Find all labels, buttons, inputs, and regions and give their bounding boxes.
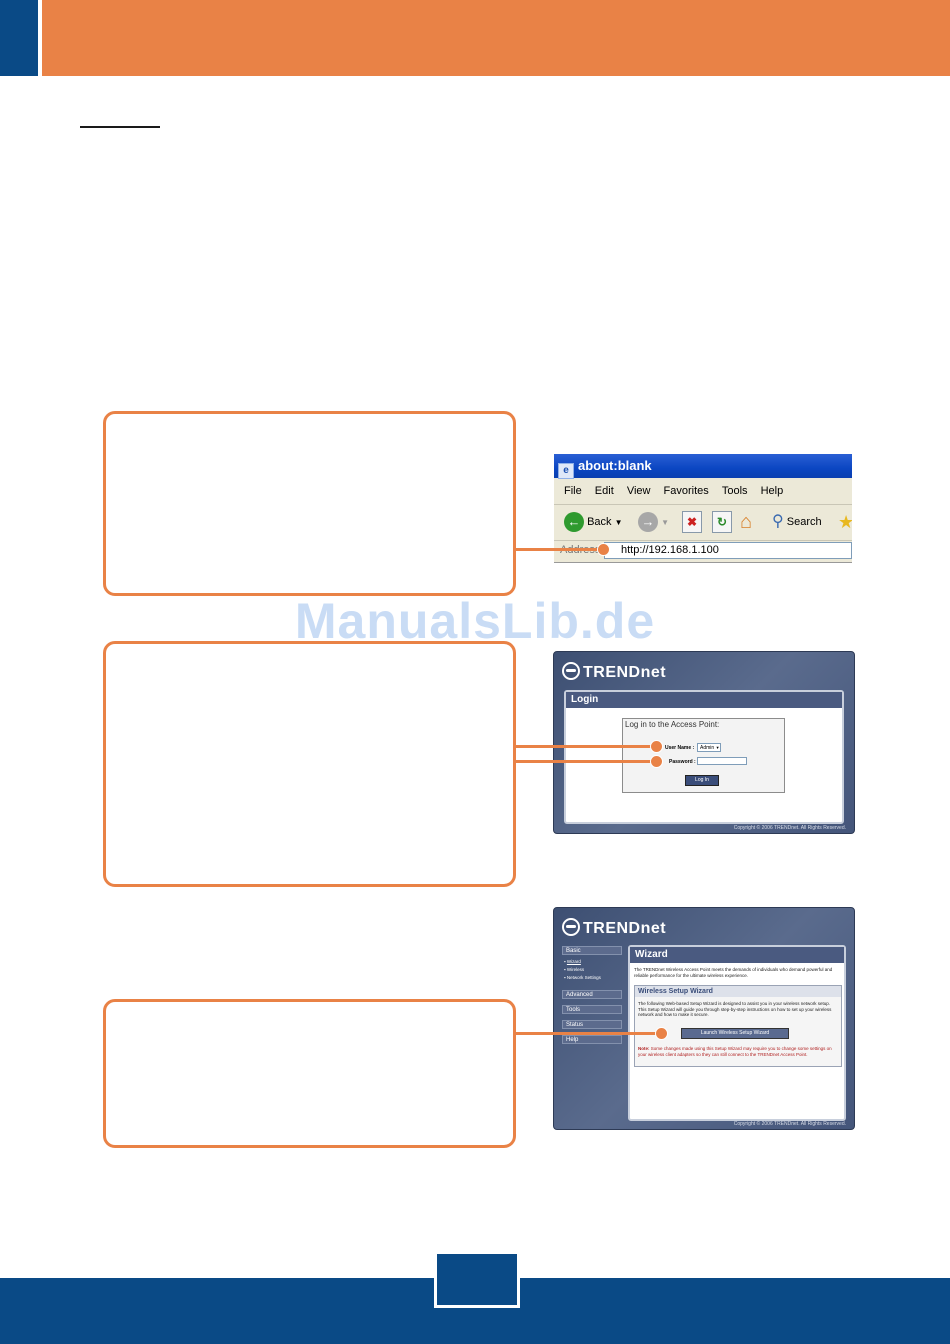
password-label: Password :: [669, 759, 696, 765]
connector-line-wizard: [516, 1032, 660, 1035]
menu-favorites[interactable]: Favorites: [663, 485, 709, 497]
ie-page-icon: e: [558, 463, 574, 479]
wizard-copyright: Copyright © 2006 TRENDnet. All Rights Re…: [733, 1121, 846, 1127]
login-button[interactable]: Log In: [685, 775, 719, 786]
search-icon: ⚲: [772, 513, 784, 531]
browser-title-bar: e about:blank: [554, 454, 852, 479]
nav-basic[interactable]: Basic: [562, 946, 622, 955]
callout-box-address: [103, 411, 516, 596]
menu-tools[interactable]: Tools: [721, 485, 748, 497]
home-button[interactable]: ⌂: [740, 510, 752, 534]
login-form-box: Log in to the Access Point: User Name : …: [622, 718, 785, 793]
connector-line-password: [516, 760, 656, 763]
login-copyright: Copyright © 2006 TRENDnet. All Rights Re…: [733, 825, 846, 831]
browser-screenshot: e about:blank File Edit View Favorites To…: [554, 454, 852, 572]
password-input[interactable]: [697, 757, 747, 765]
connector-dot-wizard: [655, 1027, 668, 1040]
login-box-title: Log in to the Access Point:: [625, 720, 720, 729]
nav-item-wireless[interactable]: ▪ Wireless: [564, 967, 585, 972]
back-arrow-icon: ←: [564, 512, 584, 533]
setup-wizard-section: Wireless Setup Wizard The following Web-…: [634, 985, 842, 1067]
username-label: User Name :: [665, 745, 695, 751]
nav-status[interactable]: Status: [562, 1020, 622, 1029]
forward-arrow-icon: →: [638, 512, 658, 533]
chevron-down-icon: ▼: [661, 518, 669, 527]
trendnet-logo-icon: [562, 918, 580, 936]
back-label: Back: [587, 516, 612, 528]
connector-dot-address: [597, 543, 610, 556]
username-select[interactable]: Admin ▼: [697, 743, 721, 752]
callout-box-login: [103, 641, 516, 887]
search-button[interactable]: ⚲ Search: [772, 510, 822, 534]
menu-help[interactable]: Help: [760, 485, 784, 497]
trendnet-logo-icon: [562, 662, 580, 680]
search-label: Search: [786, 516, 822, 528]
launch-wizard-button[interactable]: Launch Wireless Setup Wizard: [681, 1028, 789, 1039]
callout-box-wizard: [103, 999, 516, 1148]
chevron-down-icon: ▼: [614, 518, 623, 527]
connector-dot-username: [650, 740, 663, 753]
wizard-intro: The TRENDnet Wireless Access Point meets…: [634, 967, 833, 978]
setup-wizard-title: Wireless Setup Wizard: [635, 986, 841, 997]
wizard-bar-title: Wizard: [630, 947, 844, 963]
stop-icon: ✖: [682, 511, 702, 534]
watermark: ManualsLib.de: [294, 593, 656, 649]
forward-button[interactable]: → ▼: [638, 510, 669, 534]
wizard-panel: Wizard The TRENDnet Wireless Access Poin…: [628, 945, 846, 1121]
refresh-icon: ↻: [712, 511, 732, 534]
address-bar: Address http://192.168.1.100: [554, 540, 852, 561]
nav-tools[interactable]: Tools: [562, 1005, 622, 1014]
browser-title: about:blank: [578, 458, 652, 473]
menu-view[interactable]: View: [626, 485, 651, 497]
login-bar-title: Login: [566, 692, 842, 708]
chevron-down-icon: ▼: [715, 745, 720, 750]
back-button[interactable]: ← Back ▼: [564, 510, 623, 534]
login-screenshot: TRENDnet Login Copyright © 2006 TRENDnet…: [553, 651, 855, 834]
nav-item-wizard[interactable]: ▪ Wizard: [564, 959, 581, 964]
browser-toolbar: ← Back ▼ → ▼ ✖ ↻ ⌂ ⚲ Search ★: [554, 504, 852, 539]
trendnet-logo: TRENDnet: [562, 918, 666, 938]
address-input[interactable]: http://192.168.1.100: [604, 542, 852, 559]
section-rule: [80, 126, 160, 128]
menu-edit[interactable]: Edit: [594, 485, 614, 497]
connector-dot-password: [650, 755, 663, 768]
menu-file[interactable]: File: [564, 485, 582, 497]
browser-viewport: [554, 562, 852, 572]
favorites-button[interactable]: ★: [838, 510, 852, 534]
trendnet-logo: TRENDnet: [562, 662, 666, 682]
header-blue-tab: [0, 0, 38, 76]
stop-button[interactable]: ✖: [682, 510, 702, 534]
nav-advanced[interactable]: Advanced: [562, 990, 622, 999]
star-icon: ★: [838, 512, 852, 533]
nav-item-network-settings[interactable]: ▪ Network Settings: [564, 975, 601, 980]
page-number-box: [434, 1251, 520, 1308]
connector-line-address: [516, 548, 602, 551]
setup-wizard-text: The following Web-based Setup Wizard is …: [638, 1001, 832, 1017]
home-icon: ⌂: [740, 511, 753, 534]
setup-wizard-note: Note: Some changes made using this Setup…: [638, 1046, 832, 1057]
nav-help[interactable]: Help: [562, 1035, 622, 1044]
connector-line-username: [516, 745, 656, 748]
refresh-button[interactable]: ↻: [712, 510, 732, 534]
browser-menu-bar: File Edit View Favorites Tools Help: [554, 480, 852, 502]
wizard-screenshot: TRENDnet Basic ▪ Wizard ▪ Wireless ▪ Net…: [553, 907, 855, 1130]
header-orange-bar: [42, 0, 950, 76]
